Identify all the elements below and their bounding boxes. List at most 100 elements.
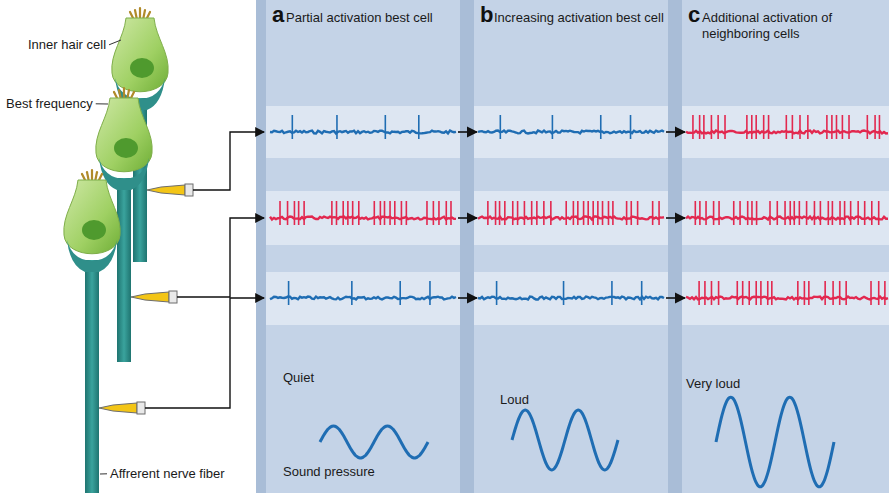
action-potential [820, 201, 822, 225]
action-potential [844, 201, 846, 225]
action-potential [699, 115, 701, 139]
wave-label: Sound pressure [283, 464, 375, 480]
action-potential [294, 201, 296, 225]
action-potential [755, 115, 757, 139]
action-potential [347, 201, 349, 225]
inner-hair-cell [64, 170, 145, 493]
action-potential [384, 201, 386, 225]
panel-letter: a [272, 2, 284, 28]
trace-band [474, 106, 668, 158]
trace-band [266, 191, 460, 245]
action-potential [703, 115, 705, 139]
action-potential [602, 201, 604, 225]
action-potential [857, 201, 859, 225]
action-potential [807, 115, 809, 139]
action-potential [804, 281, 806, 305]
leader-line [109, 40, 121, 45]
action-potential [352, 201, 354, 225]
action-potential [797, 281, 799, 305]
electrode-holder [169, 291, 177, 303]
trace-band [682, 272, 889, 325]
action-potential [445, 201, 447, 225]
action-potential [630, 115, 632, 139]
leader-line [96, 103, 108, 104]
action-potential [418, 115, 420, 139]
action-potential [429, 281, 431, 305]
flow-arrow [458, 297, 477, 299]
trace-baseline [686, 297, 888, 300]
action-potential [767, 281, 769, 305]
action-potential [799, 115, 801, 139]
action-potential [373, 201, 375, 225]
action-potential [563, 281, 565, 305]
action-potential [600, 115, 602, 139]
action-potential [611, 281, 613, 305]
action-potential [704, 281, 706, 305]
action-potential [826, 115, 828, 139]
action-potential [832, 201, 834, 225]
panel-ground [256, 0, 889, 493]
action-potential [718, 281, 720, 305]
trace-baseline [478, 217, 664, 220]
action-potential [573, 201, 575, 225]
action-potential [658, 201, 660, 225]
action-potential [711, 115, 713, 139]
panel-heading: Additional activation of neighboring cel… [702, 10, 882, 41]
action-potential [776, 201, 778, 225]
nerve-terminal [67, 240, 117, 272]
action-potential [292, 115, 294, 139]
action-potential [450, 201, 452, 225]
action-potential [746, 115, 748, 139]
trace-band [266, 272, 460, 325]
recording-wire [177, 218, 264, 297]
action-potential [839, 201, 841, 225]
action-potential [342, 201, 344, 225]
action-potential [399, 281, 401, 305]
cell-body [112, 18, 168, 92]
action-potential [769, 201, 771, 225]
activation-panel: cAdditional activation of neighboring ce… [682, 0, 889, 493]
action-potential [784, 201, 786, 225]
action-potential [608, 201, 610, 225]
action-potential [771, 281, 773, 305]
callout-label: Inner hair cell [28, 37, 106, 53]
action-potential [536, 201, 538, 225]
action-potential [303, 201, 305, 225]
action-potential [831, 115, 833, 139]
electrode-holder [137, 402, 145, 414]
action-potential [524, 201, 526, 225]
action-potential [739, 201, 741, 225]
action-potential [879, 115, 881, 139]
action-potential [751, 201, 753, 225]
action-potential [692, 115, 694, 139]
action-potential [641, 281, 643, 305]
action-potential [748, 281, 750, 305]
action-potential [793, 201, 795, 225]
trace-baseline [478, 297, 664, 300]
action-potential [597, 201, 599, 225]
action-potential [724, 115, 726, 139]
panel-band [266, 0, 460, 493]
action-potential [612, 201, 614, 225]
panel-letter: b [480, 2, 493, 28]
trace-band [682, 191, 889, 245]
action-potential [298, 201, 300, 225]
action-potential [695, 201, 697, 225]
action-potential [756, 201, 758, 225]
action-potential [389, 201, 391, 225]
flow-arrow [666, 297, 685, 299]
action-potential [755, 281, 757, 305]
nucleus [114, 138, 138, 158]
action-potential [747, 201, 749, 225]
action-potential [874, 115, 876, 139]
action-potential [845, 281, 847, 305]
action-potential [512, 201, 514, 225]
action-potential [717, 115, 719, 139]
nucleus [130, 58, 154, 78]
action-potential [799, 201, 801, 225]
action-potential [394, 201, 396, 225]
panel-band [682, 0, 889, 493]
